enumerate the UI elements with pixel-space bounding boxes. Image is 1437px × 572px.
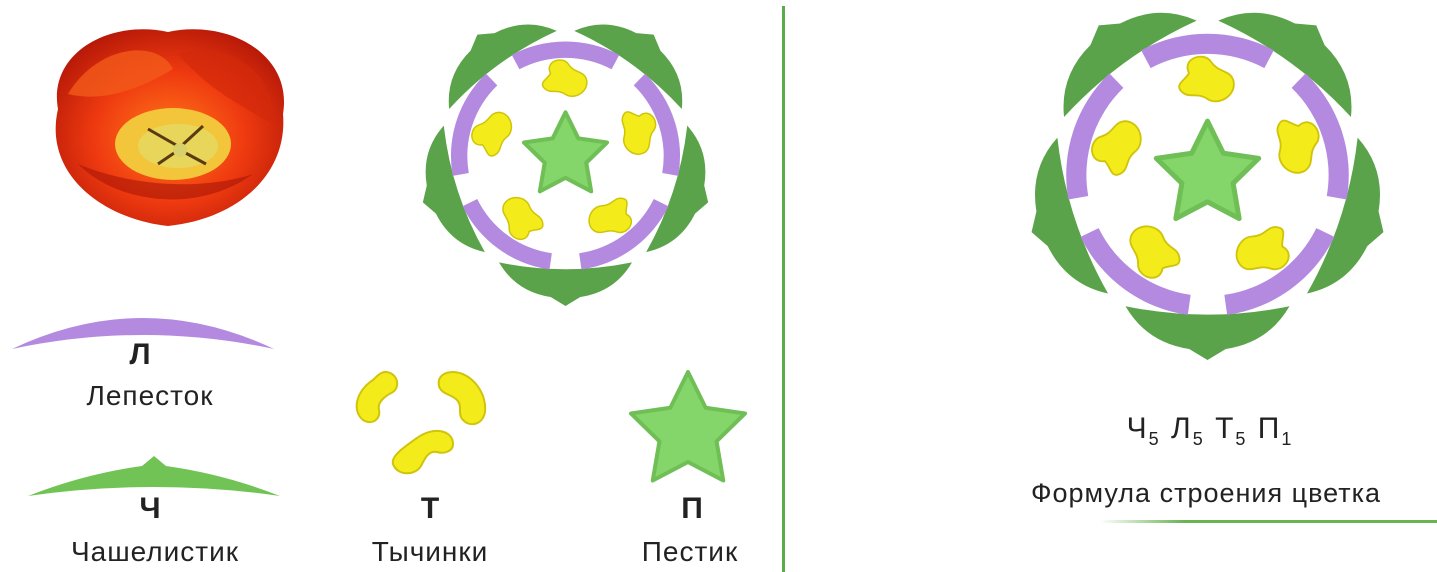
stamens-shape: [345, 360, 505, 485]
pistil-shape: [618, 370, 758, 490]
sepal-name: Чашелистик: [20, 536, 290, 568]
pistil-name: Пестик: [610, 536, 770, 568]
formula-petals: Л5: [1171, 412, 1205, 445]
pistil: [524, 112, 607, 191]
pistil: [1156, 121, 1258, 218]
sepal-letter: Ч: [120, 492, 180, 526]
formula-caption: Формула строения цветка: [975, 478, 1437, 509]
caption-underline: [1100, 520, 1437, 523]
formula-sepals: Ч5: [1127, 412, 1161, 445]
formula-stamens: Т5: [1215, 412, 1247, 445]
stamen-name: Тычинки: [330, 536, 530, 568]
stamen: [542, 60, 586, 96]
pistil-letter: П: [662, 492, 722, 526]
formula-pistil: П1: [1258, 412, 1294, 445]
sepal: [1218, 13, 1351, 117]
stamen-letter: Т: [400, 492, 460, 526]
tulip-photo: [38, 14, 298, 234]
sepal: [449, 24, 557, 109]
sepal: [499, 262, 632, 306]
sepal: [1126, 306, 1290, 360]
flower-diagram-large: [985, 0, 1430, 360]
sepal: [574, 24, 682, 109]
divider-line: [782, 6, 785, 572]
petal-name: Лепесток: [30, 380, 270, 412]
stamen: [1179, 57, 1234, 102]
petal-letter: Л: [110, 338, 170, 372]
sepal: [1064, 13, 1197, 117]
flower-formula: Ч5 Л5 Т5 П1: [1060, 412, 1360, 450]
flower-diagram-small: [368, 6, 763, 306]
